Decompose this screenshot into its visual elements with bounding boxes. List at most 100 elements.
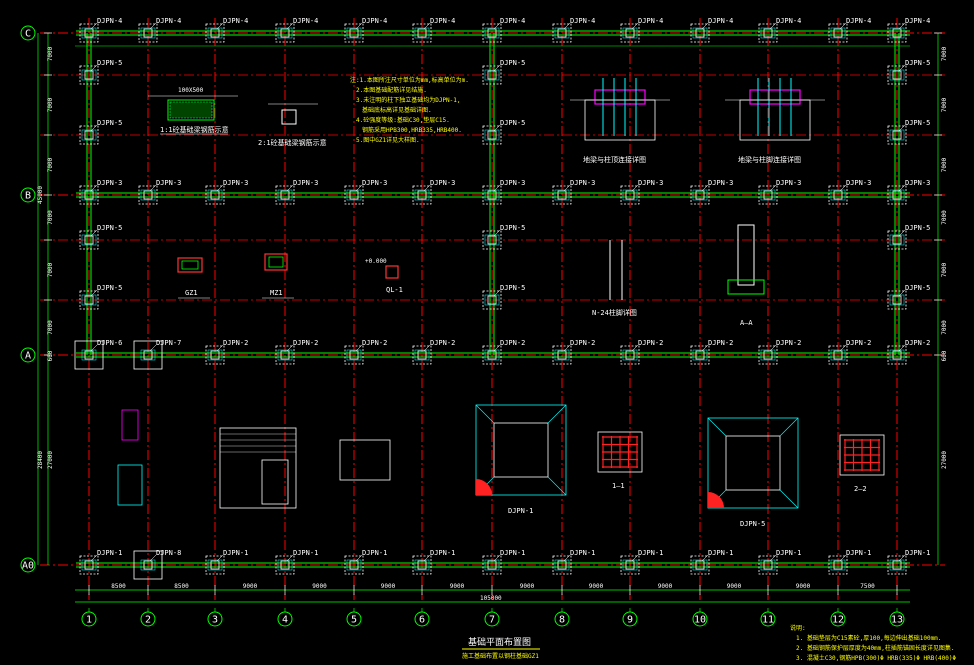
footing-inner [760, 559, 776, 571]
footing-outline [552, 555, 572, 575]
leader-line [898, 22, 906, 30]
footing-inner [554, 27, 570, 39]
footing-outline [887, 555, 907, 575]
leader-line [631, 344, 639, 352]
footing-label: DJPN-3 [570, 179, 595, 187]
footing-outline [828, 345, 848, 365]
footing-outline [74, 340, 104, 370]
column-pier [349, 560, 359, 570]
dim-text: 7000 [47, 320, 54, 335]
gz1-rebar [181, 260, 199, 270]
footing-inner [346, 189, 362, 201]
dim-text: 7000 [941, 320, 948, 335]
leader-line [286, 554, 294, 562]
leader-line [563, 184, 571, 192]
footing-step [493, 422, 549, 478]
footing-outline [482, 125, 502, 145]
footing-outline [133, 550, 163, 580]
footing-label: DJPN-2 [362, 339, 387, 347]
footing-inner [140, 189, 156, 201]
dim-text: 7000 [47, 97, 54, 112]
axis-label: 5 [351, 615, 357, 626]
leader-line [839, 184, 847, 192]
footing-inner [207, 27, 223, 39]
footing-outline [133, 340, 163, 370]
leader-line [149, 344, 157, 352]
footing-outline [482, 290, 502, 310]
footing-outline [758, 23, 778, 43]
leader-line [216, 554, 224, 562]
footing-inner [81, 69, 97, 81]
section-caption: 1—1 [612, 482, 625, 490]
leader-line [149, 22, 157, 30]
footing-inner [889, 294, 905, 306]
beam-section [167, 99, 215, 121]
footing-outline [620, 185, 640, 205]
dim-text: 8500 [111, 583, 126, 590]
notes-block-bottom: 说明: 1. 基础垫层为C15素砼,厚100,每边伸出基础100mm. 2. 基… [790, 624, 956, 662]
footing-inner [81, 27, 97, 39]
footing-label: DJPN-3 [846, 179, 871, 187]
dim-text: 7000 [47, 262, 54, 277]
column-pier [349, 190, 359, 200]
footing-inner [81, 234, 97, 246]
footing-outline [79, 555, 99, 575]
footing-corner [779, 417, 799, 437]
drawing-subtitle: 施工基础布置以钢柱基础GZ1 [462, 652, 539, 660]
footing-outline [887, 65, 907, 85]
leader-line [839, 344, 847, 352]
column-pier [487, 560, 497, 570]
axis-bubble [20, 25, 36, 41]
footing-outline [482, 23, 502, 43]
footing-corner [547, 404, 567, 424]
footing-inner [484, 129, 500, 141]
footing-inner [484, 27, 500, 39]
footing-label: DJPN-4 [846, 17, 871, 25]
quarter-mark [708, 492, 724, 508]
column-pier [763, 28, 773, 38]
footing-inner [277, 189, 293, 201]
leader-line [423, 344, 431, 352]
leader-line [563, 554, 571, 562]
footing-label: DJPN-4 [570, 17, 595, 25]
leader-line [898, 554, 906, 562]
leader-line [701, 554, 709, 562]
column-pier [833, 190, 843, 200]
footing-outline [828, 185, 848, 205]
leader-line [631, 184, 639, 192]
section-caption: 2:1砼基础梁钢筋示意 [258, 138, 327, 147]
note-line: 1. 基础垫层为C15素砼,厚100,每边伸出基础100mm. [796, 634, 941, 642]
footing-inner [622, 349, 638, 361]
steel-section [281, 109, 297, 125]
leader-line [355, 344, 363, 352]
column-pier [625, 560, 635, 570]
rebar-section [839, 434, 885, 476]
footing-inner [692, 559, 708, 571]
footing-inner [830, 27, 846, 39]
footing-outline [482, 185, 502, 205]
column-pier [417, 560, 427, 570]
n24-label: N-24柱脚详图 [592, 308, 637, 317]
leader-line [90, 184, 98, 192]
footing-inner [346, 559, 362, 571]
column-pier [625, 350, 635, 360]
leader-line [355, 184, 363, 192]
column-pier [557, 560, 567, 570]
footing-label: DJPN-6 [97, 339, 122, 347]
column-pier [487, 350, 497, 360]
footing-inner [554, 189, 570, 201]
footing-outline [79, 185, 99, 205]
leader-line [286, 22, 294, 30]
leader-line [493, 64, 501, 72]
footing-outline [887, 125, 907, 145]
leader-line [493, 124, 501, 132]
footing-corner [707, 417, 727, 437]
section-caption: 1:1砼基础梁钢筋示意 [160, 125, 229, 134]
footing-label: DJPN-4 [638, 17, 663, 25]
footing-label: DJPN-5 [97, 224, 122, 232]
footing-outline [552, 345, 572, 365]
leader-line [898, 344, 906, 352]
footing-label: DJPN-4 [708, 17, 733, 25]
leader-line [493, 289, 501, 297]
footing-label: DJPN-2 [223, 339, 248, 347]
